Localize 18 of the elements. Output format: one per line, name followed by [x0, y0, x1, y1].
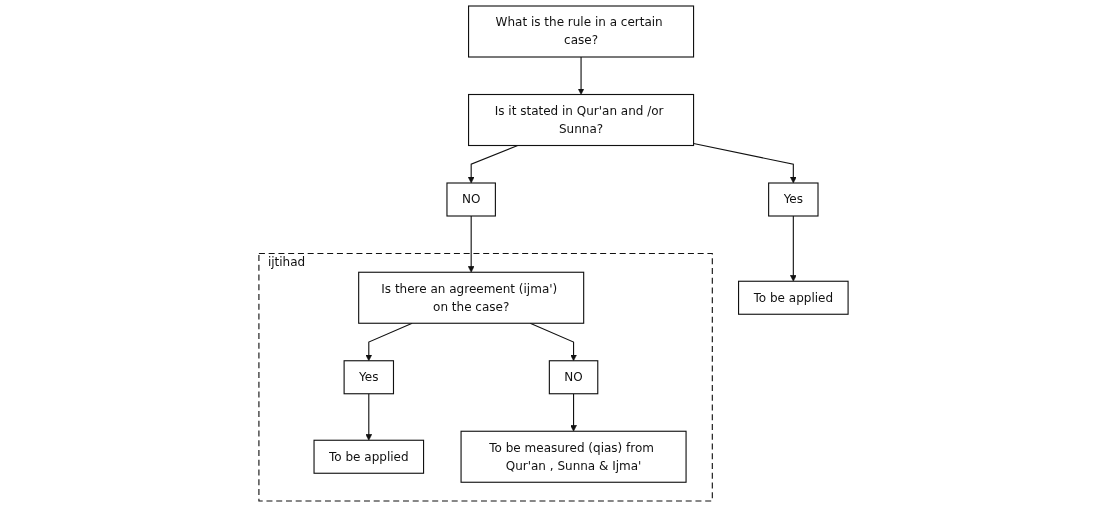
arrow [365, 322, 413, 362]
node-box: To be applied [313, 439, 425, 474]
node-box: Is there an agreement (ijma') on the case? [358, 271, 585, 324]
arrow [693, 142, 797, 184]
arrow [365, 393, 373, 441]
node-box: To be applied [738, 280, 849, 315]
node-box: What is the rule in a certain case? [468, 5, 695, 58]
node-box: To be measured (qias) from Qur'an , Sunna & Ijma' [460, 430, 687, 483]
arrow [467, 215, 475, 273]
node-box: Is it stated in Qur'an and /or Sunna? [468, 93, 695, 147]
arrow [570, 393, 577, 432]
node-box: Yes [768, 182, 819, 217]
node-box: NO [548, 360, 599, 395]
node-box: Yes [343, 360, 395, 395]
node-box: NO [446, 182, 496, 217]
arrow [790, 215, 797, 282]
arrow [577, 56, 585, 95]
arrow [467, 144, 519, 184]
